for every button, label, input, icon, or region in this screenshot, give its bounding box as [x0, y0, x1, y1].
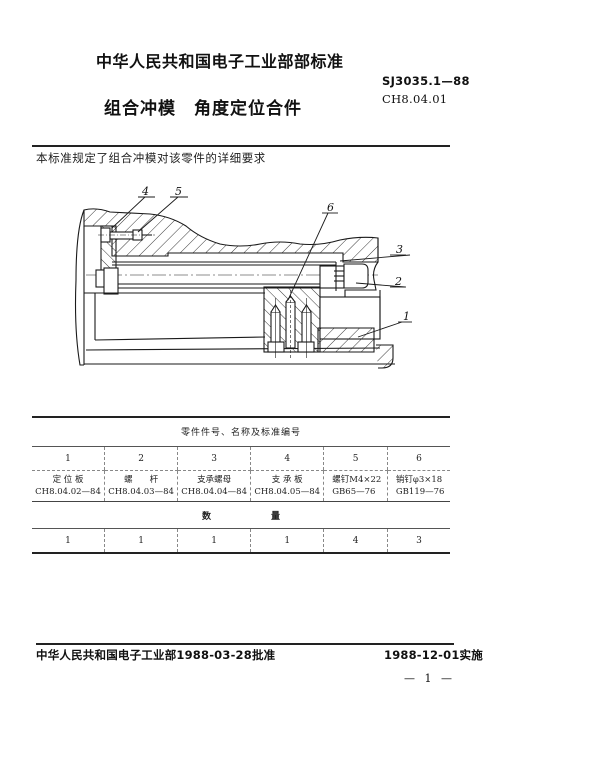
part-cell: 支承螺母 CH8.04.04—84 — [177, 470, 251, 502]
part-number-row: 1 2 3 4 5 6 — [32, 446, 450, 471]
assembly-drawing: 4 5 6 3 2 1 — [74, 185, 412, 369]
parts-table: 零件件号、名称及标准编号 1 2 3 4 5 6 定 位 板 CH8.04.02—… — [32, 416, 450, 554]
part-number: 1 — [32, 446, 105, 471]
page-number: — 1 — — [404, 672, 455, 685]
part-standard: CH8.04.02—84 — [35, 487, 101, 497]
quantity-row: 1 1 1 1 4 3 — [32, 528, 450, 554]
part-quantity: 1 — [104, 528, 178, 554]
intro-text: 本标准规定了组合冲模对该零件的详细要求 — [36, 151, 266, 165]
part-cell: 螺 杆 CH8.04.03—84 — [104, 470, 178, 502]
part-number: 2 — [104, 446, 178, 471]
callout-6: 6 — [327, 201, 334, 214]
part-number: 4 — [250, 446, 324, 471]
part-standard: CH8.04.04—84 — [181, 487, 247, 497]
part-name: 螺 杆 — [124, 475, 159, 485]
callout-3: 3 — [396, 243, 403, 256]
part-name: 螺钉M4×22 — [332, 475, 382, 485]
part-name: 支承螺母 — [197, 475, 232, 485]
approval-statement: 中华人民共和国电子工业部1988-03-28批准 — [36, 648, 276, 662]
part-number: 3 — [177, 446, 251, 471]
part-quantity: 3 — [386, 528, 450, 554]
part-quantity: 1 — [32, 528, 105, 554]
part-name-row: 定 位 板 CH8.04.02—84 螺 杆 CH8.04.03—84 支承螺母 CH… — [32, 470, 450, 502]
part-standard: CH8.04.05—84 — [254, 487, 321, 497]
title-part-name: 角度定位合件 — [194, 99, 302, 119]
callout-4: 4 — [141, 185, 149, 198]
standard-code: SJ3035.1—88 — [382, 74, 470, 88]
quantity-header-row: 数量 — [32, 501, 450, 529]
table-caption: 零件件号、名称及标准编号 — [32, 416, 450, 447]
effective-date: 1988-12-01实施 — [384, 648, 483, 662]
callout-1: 1 — [403, 310, 410, 323]
part-name: 定 位 板 — [52, 475, 84, 485]
part-code: CH8.04.01 — [382, 92, 448, 106]
part-number: 6 — [386, 446, 450, 471]
part-name: 销钉φ3×18 — [395, 475, 443, 485]
part-standard: CH8.04.03—84 — [108, 487, 174, 497]
header-rule — [32, 145, 450, 147]
part-quantity: 1 — [250, 528, 324, 554]
quantity-header: 数量 — [32, 501, 450, 529]
document-title: 组合冲模角度定位合件 — [104, 94, 302, 119]
title-category: 组合冲模 — [104, 99, 176, 119]
part-number: 5 — [323, 446, 388, 471]
part-standard: GB119—76 — [395, 487, 445, 497]
callout-2: 2 — [394, 275, 402, 288]
part-quantity: 4 — [323, 528, 388, 554]
part-name: 支 承 板 — [271, 475, 303, 485]
issuing-authority: 中华人民共和国电子工业部部标准 — [96, 52, 344, 71]
table-caption-row: 零件件号、名称及标准编号 — [32, 416, 450, 447]
callout-5: 5 — [175, 185, 182, 198]
part-cell: 定 位 板 CH8.04.02—84 — [32, 470, 105, 502]
part-quantity: 1 — [177, 528, 251, 554]
part-standard: GB65—76 — [332, 487, 376, 497]
part-cell: 支 承 板 CH8.04.05—84 — [250, 470, 324, 502]
footer-rule — [36, 643, 454, 645]
